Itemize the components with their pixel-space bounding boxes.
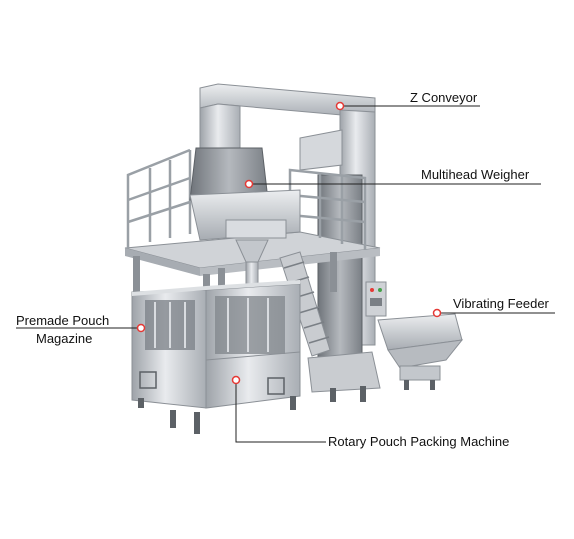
- callout-leaders: [16, 105, 555, 443]
- rotary-packer-marker: [231, 375, 241, 385]
- z-conveyor-marker: [335, 101, 345, 111]
- vibrating-feeder-label: Vibrating Feeder: [453, 296, 549, 311]
- multihead-weigher-label: Multihead Weigher: [421, 167, 530, 182]
- multihead-weigher-marker: [244, 179, 254, 189]
- vibrating-feeder: [377, 313, 464, 390]
- premade-pouch-label-line1: Premade Pouch: [16, 313, 110, 328]
- premade-pouch-label-line2: Magazine: [36, 331, 93, 346]
- z-conveyor-label: Z Conveyor: [410, 90, 478, 105]
- control-box: [365, 281, 387, 317]
- rotary-packer-label: Rotary Pouch Packing Machine: [328, 434, 510, 449]
- vibrating-feeder-marker: [432, 308, 442, 318]
- premade-pouch-marker: [136, 323, 146, 333]
- rotary-pouch-packing-machine: [131, 280, 301, 434]
- rotary-packer-leader: [235, 380, 326, 443]
- callout-markers: [136, 101, 442, 385]
